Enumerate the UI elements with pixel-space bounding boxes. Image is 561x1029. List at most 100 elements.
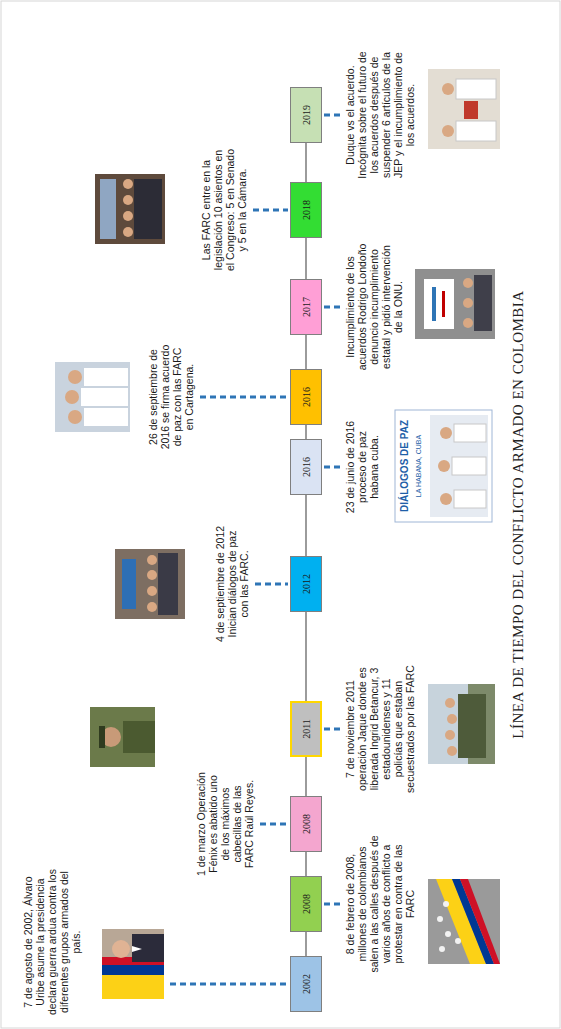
year-box: 2002 [290, 956, 322, 1012]
photo-ground [428, 69, 500, 149]
year-box: 2017 [290, 279, 322, 335]
year-label: 2008 [301, 814, 312, 834]
axis-connector [305, 612, 306, 701]
photo-duque [428, 69, 500, 149]
banner-subtext: LA HABANA, CUBA [415, 411, 422, 521]
event-text: 26 de septiembre de 2016 se firma acuerd… [147, 341, 195, 453]
leader-line [324, 466, 340, 469]
person-head [123, 211, 133, 221]
leader-line [170, 983, 288, 986]
year-box: 2018 [290, 182, 322, 238]
photo-ground [430, 415, 488, 517]
year-box: 2016 [290, 369, 322, 425]
crowd-dot [455, 938, 461, 944]
person-head [463, 298, 473, 308]
person-head [68, 410, 82, 424]
photo-cartagena [55, 362, 130, 432]
axis-connector [305, 932, 306, 956]
photo-ground [90, 707, 155, 767]
person-head [447, 746, 457, 756]
person-head [447, 714, 457, 724]
banner-heading: DIÁLOGOS DE PAZ [400, 411, 410, 521]
axis-connector [305, 495, 306, 556]
people-bodies [158, 553, 178, 615]
person-head [442, 83, 454, 95]
room-banner [122, 559, 136, 609]
axis-connector [305, 143, 306, 182]
crowd-dot [443, 901, 449, 907]
person-shirt [84, 408, 128, 426]
leader-line [324, 114, 340, 117]
year-box: 2008 [290, 796, 322, 852]
year-label: 2011 [301, 719, 312, 739]
year-label: 2017 [301, 297, 312, 317]
person-shirt [454, 490, 486, 508]
leader-line [324, 903, 340, 906]
event-text: 23 de junio de 2016 proceso de paz haban… [344, 417, 380, 517]
crowd-dot [439, 946, 445, 952]
event-text: 8 de febrero de 2008, millones de colomb… [344, 834, 416, 974]
person-head [65, 390, 79, 404]
event-text: 4 de septiembre de 2012 Inician diálogos… [214, 524, 250, 644]
person-head [147, 586, 157, 596]
person-head [445, 730, 455, 740]
leader-line [253, 209, 288, 212]
photo-ground [115, 549, 185, 619]
photo-ground [95, 174, 165, 244]
event-text: 7 de agosto de 2002, Álvaro Uribe asume … [22, 867, 82, 1017]
person-head [147, 602, 157, 612]
photo-uribe [102, 929, 164, 999]
photo-reyes [90, 707, 155, 767]
banner-frame [395, 410, 492, 522]
sign-mark [432, 287, 436, 321]
year-label: 2008 [301, 894, 312, 914]
leader-line [260, 823, 288, 826]
person-shirt [454, 424, 486, 442]
year-label: 2002 [301, 974, 312, 994]
person-head [463, 318, 473, 328]
person-head [147, 555, 157, 565]
photo-ground [428, 684, 495, 764]
person-shirt [456, 121, 496, 141]
person-head [445, 698, 455, 708]
person-head [438, 460, 450, 472]
axis-connector [305, 757, 306, 796]
event-text: Duque vs el acuerdo. Incógnita sobre el … [344, 50, 416, 180]
person-suit [132, 934, 164, 962]
year-label: 2019 [301, 105, 312, 125]
person-shirt [81, 388, 128, 406]
year-box: 2016 [290, 439, 322, 495]
year-label: 2018 [301, 200, 312, 220]
axis-connector [305, 425, 306, 439]
year-label: 2012 [301, 574, 312, 594]
page-title: LÍNEA DE TIEMPO DEL CONFLICTO ARMADO EN … [510, 0, 527, 1029]
person-shirt [84, 368, 128, 386]
person-uniform [123, 721, 155, 753]
axis-connector [305, 335, 306, 369]
person-head [440, 427, 452, 439]
flag-blue [102, 965, 164, 975]
people-bodies [474, 275, 492, 331]
person-head [123, 195, 133, 205]
person-head [440, 493, 452, 505]
red-folder [464, 101, 478, 119]
person-head [68, 370, 82, 384]
year-label: 2016 [301, 457, 312, 477]
photo-jaque [428, 684, 495, 764]
leader-line [324, 306, 340, 309]
photo-march [428, 879, 500, 964]
person-head [123, 227, 133, 237]
person-head [147, 570, 157, 580]
leader-lines [170, 115, 340, 984]
photo-ground [55, 362, 130, 432]
photo-ground [102, 929, 164, 999]
person-head [123, 179, 133, 189]
crowd-dot [437, 916, 443, 922]
photo-congress [95, 174, 165, 244]
protest-sign [424, 279, 454, 329]
congress-wall [100, 179, 116, 239]
year-box: 2012 [290, 556, 322, 612]
event-text: 1 de marzo Operación Fénix es abatido un… [195, 771, 255, 877]
year-box: 2011 [290, 701, 322, 757]
